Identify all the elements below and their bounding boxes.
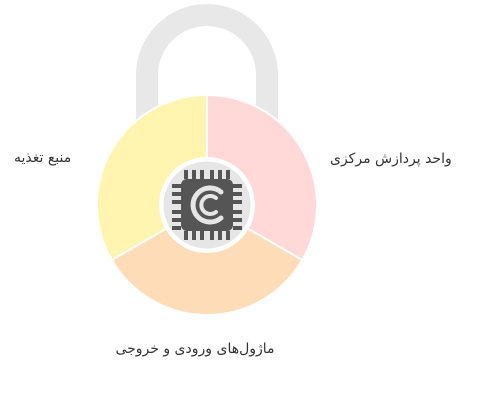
padlock-shackle: [136, 4, 278, 121]
label-io-modules: ماژول‌های ورودی و خروجی: [115, 341, 275, 357]
segment-power: [96, 93, 208, 262]
processor-chip-icon: [172, 170, 242, 240]
segment-io: [110, 227, 304, 316]
label-cpu: واحد پردازش مرکزی: [330, 151, 452, 167]
label-power-supply: منبع تغذیه: [14, 150, 72, 166]
segment-cpu: [206, 93, 318, 262]
